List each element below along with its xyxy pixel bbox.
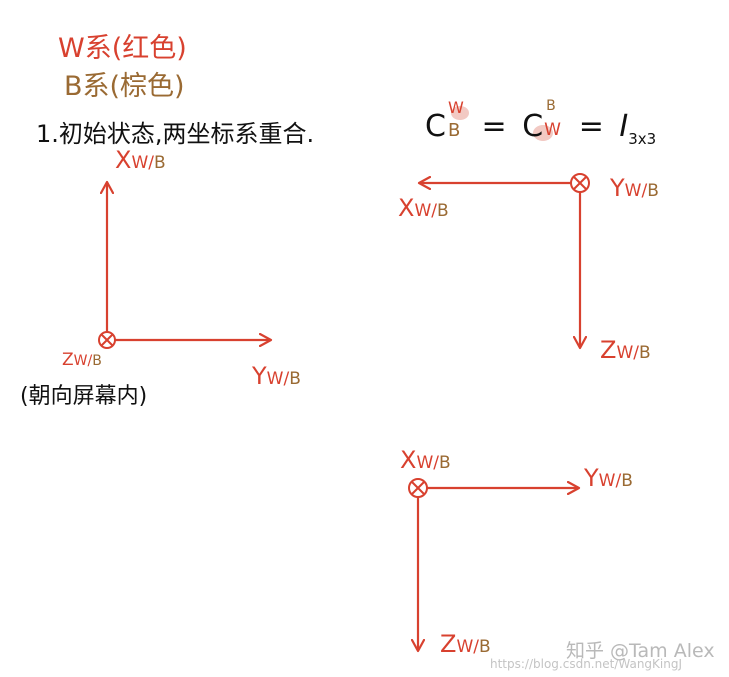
frame-bottom-right-y-letter: Y bbox=[584, 464, 599, 492]
frame-bottom-right-y-label: YW/B bbox=[584, 466, 633, 490]
frame-top-right-z-label: ZW/B bbox=[600, 338, 651, 362]
equation-c2-subscript: W bbox=[544, 120, 561, 140]
frame-left-x-letter: X bbox=[115, 146, 132, 174]
frame-left-x-sub-b: B bbox=[154, 153, 166, 173]
highlight-w-subscript bbox=[533, 125, 553, 141]
frame-top-right-x-sub-sep: / bbox=[431, 201, 437, 221]
frame-bottom-right-x-sub-sep: / bbox=[433, 453, 439, 473]
frame-left-x-sub-w: W bbox=[131, 153, 149, 173]
frame-bottom-right-y-sub-sep: / bbox=[615, 471, 622, 491]
frame-bottom-right-x-into-screen-icon bbox=[408, 478, 428, 498]
frame-bottom-right-z-label: ZW/B bbox=[440, 632, 491, 656]
frame-left-x-label: XW/B bbox=[115, 148, 166, 172]
highlight-w-superscript bbox=[451, 106, 469, 120]
frame-bottom-right-z-sub-b: B bbox=[479, 637, 491, 657]
frame-bottom-right-x-sub-b: B bbox=[439, 453, 451, 473]
frame-top-right-y-sub-w: W bbox=[624, 181, 642, 201]
equation-equals-2: = bbox=[578, 109, 604, 144]
frame-top-right-y-into-screen-icon bbox=[570, 173, 590, 193]
frame-left-axes bbox=[98, 183, 270, 349]
statement-text: 1.初始状态,两坐标系重合. bbox=[36, 120, 315, 148]
frame-left-z-sub-w: W bbox=[73, 353, 88, 369]
frame-left-z-note: (朝向屏幕内) bbox=[20, 384, 148, 409]
frame-left-z-into-screen-icon bbox=[98, 331, 116, 349]
equation-c2: C bbox=[522, 109, 544, 144]
frame-top-right-x-sub-b: B bbox=[437, 201, 449, 221]
frame-top-right-y-sub-b: B bbox=[647, 181, 659, 201]
equation-identity-subscript: 3x3 bbox=[628, 130, 657, 148]
frame-bottom-right-z-sub-w: W bbox=[456, 637, 474, 657]
frame-left-y-label: YW/B bbox=[252, 364, 301, 388]
equation-c1: C bbox=[425, 109, 446, 144]
legend-w-frame: W系(红色) bbox=[58, 33, 187, 64]
equation-c1-superscript: W bbox=[447, 98, 464, 117]
frame-top-right-z-sub-w: W bbox=[616, 343, 634, 363]
frame-top-right-x-letter: X bbox=[398, 194, 415, 222]
frame-bottom-right-x-letter: X bbox=[400, 446, 417, 474]
frame-top-right-x-label: XW/B bbox=[398, 196, 449, 220]
zhihu-watermark: 知乎 @Tam Alex bbox=[566, 640, 715, 662]
frame-left-z-letter: Z bbox=[62, 350, 74, 370]
csdn-url-watermark: https://blog.csdn.net/WangKingJ bbox=[490, 657, 682, 671]
frame-bottom-right-y-sub-b: B bbox=[621, 471, 633, 491]
frame-top-right-axes bbox=[420, 173, 590, 347]
frame-bottom-right-x-label: XW/B bbox=[400, 448, 451, 472]
frame-left-y-letter: Y bbox=[252, 362, 267, 390]
frame-bottom-right-z-letter: Z bbox=[440, 630, 457, 658]
equation-c1-subscript: B bbox=[447, 120, 461, 141]
frame-bottom-right-z-sub-sep: / bbox=[473, 637, 479, 657]
frame-top-right-z-sub-sep: / bbox=[633, 343, 639, 363]
frame-left-y-sub-b: B bbox=[289, 369, 301, 389]
equation-equals-1: = bbox=[481, 109, 507, 144]
frame-left-z-label: ZW/B bbox=[62, 350, 102, 370]
frame-bottom-right-axes bbox=[408, 478, 578, 650]
frame-top-right-x-sub-w: W bbox=[414, 201, 432, 221]
frame-left-x-sub-sep: / bbox=[148, 153, 154, 173]
equation-identity: I bbox=[619, 109, 629, 144]
frame-bottom-right-y-sub-w: W bbox=[598, 471, 616, 491]
frame-top-right-z-letter: Z bbox=[600, 336, 617, 364]
frame-left-z-sub-sep: / bbox=[87, 353, 93, 369]
frame-top-right-z-sub-b: B bbox=[639, 343, 651, 363]
frame-top-right-y-label: YW/B bbox=[610, 176, 659, 200]
equation-c2-superscript: B bbox=[546, 98, 556, 114]
frame-left-z-sub-b: B bbox=[92, 353, 102, 369]
frame-left-y-sub-sep: / bbox=[283, 369, 290, 389]
frame-bottom-right-x-sub-w: W bbox=[416, 453, 434, 473]
frame-top-right-y-sub-sep: / bbox=[641, 181, 648, 201]
legend-b-frame: B系(棕色) bbox=[64, 71, 185, 102]
frame-left-y-sub-w: W bbox=[266, 369, 284, 389]
frame-top-right-y-letter: Y bbox=[610, 174, 625, 202]
